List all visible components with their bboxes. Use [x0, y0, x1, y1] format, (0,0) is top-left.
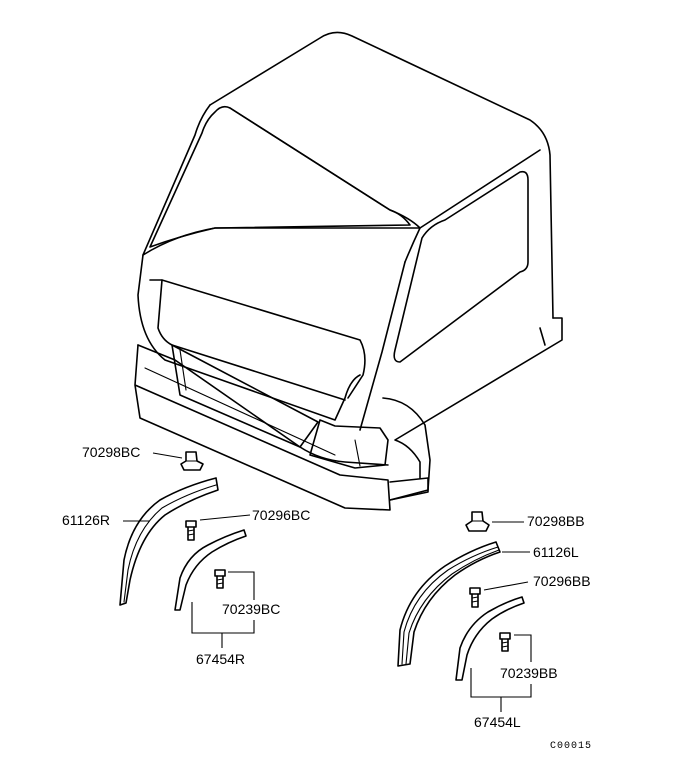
screw-70239bc-head	[214, 569, 226, 577]
door-window	[393, 170, 529, 363]
windshield-glass	[149, 105, 411, 248]
screw-70296bb-head	[469, 587, 481, 595]
grille-inner	[179, 349, 187, 391]
front-bumper	[134, 344, 391, 511]
roof-side-edge	[229, 107, 541, 229]
front-panel	[137, 254, 361, 421]
leader-70296bb	[483, 581, 529, 591]
windshield-frame	[142, 104, 421, 263]
screw-70239bb-shank	[501, 638, 509, 652]
wheel-arch	[382, 397, 431, 501]
screw-70239bb-thread	[501, 641, 509, 648]
screw-70296bb-shank	[471, 593, 479, 608]
label-70296bc: 70296BC	[252, 507, 310, 523]
lining-67454l[interactable]	[455, 596, 525, 681]
screw-70239bc-shank	[216, 575, 224, 589]
leader-70296bc	[199, 514, 251, 521]
moulding-61126l-inner-2	[405, 549, 500, 665]
leader-67454r-bracket	[191, 602, 255, 648]
step	[389, 477, 429, 501]
diagram-code: C00015	[550, 741, 592, 752]
screw-70239bc[interactable]	[214, 569, 226, 589]
bumper-top	[137, 344, 389, 466]
leader-70239bc	[228, 571, 255, 600]
label-61126l: 61126L	[533, 544, 579, 560]
clip-70298bb[interactable]	[465, 511, 490, 532]
lining-67454r[interactable]	[174, 529, 247, 611]
screw-70239bc-thread	[216, 578, 224, 585]
moulding-61126r[interactable]	[119, 477, 219, 606]
a-pillar	[359, 261, 406, 431]
screw-70296bc-thread	[187, 529, 195, 536]
screw-70296bc[interactable]	[185, 520, 197, 541]
leader-70298bc	[152, 452, 183, 459]
side-step-panel	[539, 327, 546, 346]
screw-70296bb[interactable]	[469, 587, 481, 608]
bumper-line	[144, 367, 336, 456]
screw-70239bb[interactable]	[499, 632, 511, 652]
door-lower-edge	[394, 317, 563, 479]
truck-cab-illustration	[134, 31, 563, 511]
screw-70239bb-head	[499, 632, 511, 640]
label-61126r: 61126R	[62, 512, 110, 528]
moulding-61126l-inner-1	[401, 546, 499, 665]
label-70239bc: 70239BC	[222, 601, 280, 617]
front-panel-inner	[157, 279, 346, 401]
leader-70239bb	[514, 634, 532, 662]
grille	[171, 344, 319, 448]
label-70298bb: 70298BB	[527, 513, 585, 529]
label-67454r: 67454R	[196, 651, 245, 667]
part-group-left: 70298BB 61126L 70296BB 70239BB 67454L	[397, 511, 591, 730]
label-70298bc: 70298BC	[82, 444, 140, 460]
screw-70296bc-head	[185, 520, 197, 528]
label-70296bb: 70296BB	[533, 573, 591, 589]
clip-70298bc[interactable]	[180, 451, 204, 471]
leader-67454l-bracket	[470, 668, 532, 712]
screw-70296bc-shank	[187, 526, 195, 541]
moulding-61126l[interactable]	[397, 541, 501, 667]
label-67454l: 67454L	[474, 714, 521, 730]
headlight	[309, 419, 389, 469]
cab-roof-outline	[209, 31, 554, 319]
moulding-61126r-inner	[123, 484, 217, 603]
part-group-right: 70298BC 61126R 70296BC 70239BC 67454R	[62, 444, 310, 667]
headlight-lens	[354, 439, 361, 467]
front-panel-bevel	[149, 279, 366, 399]
label-70239bb: 70239BB	[500, 665, 558, 681]
screw-70296bb-thread	[471, 596, 479, 603]
